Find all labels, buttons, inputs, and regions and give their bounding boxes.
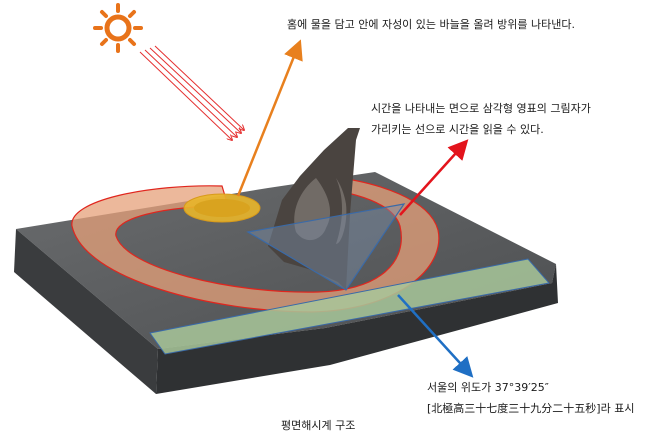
base-left-face <box>14 229 158 394</box>
time-plane-annotation-line1: 시간을 나타내는 면으로 삼각형 영표의 그림자가 <box>371 102 591 115</box>
time-plane-annotation-line2: 가리키는 선으로 시간을 읽을 수 있다. <box>371 123 544 136</box>
water-bowl-inner <box>194 199 250 217</box>
gnomon-openwork <box>294 178 347 244</box>
figure-caption: 평면해시계 구조 <box>281 419 356 432</box>
base-front-face <box>156 264 558 394</box>
sun-icon <box>93 3 143 53</box>
arrow-to-latitude-label <box>397 294 474 378</box>
sun-rays <box>139 45 244 140</box>
arrow-to-bowl-label <box>236 39 303 197</box>
water-bowl-annotation: 홈에 물을 담고 안에 자성이 있는 바늘을 올려 방위를 나타낸다. <box>287 18 575 31</box>
latitude-strip <box>149 258 550 355</box>
time-plane-triangle <box>246 203 406 291</box>
arrow-to-time-label <box>399 139 469 216</box>
latitude-annotation-line1: 서울의 위도가 37°39′25″ <box>427 381 549 394</box>
latitude-annotation-line2: [北極高三十七度三十九分二十五秒]라 표시 <box>427 402 635 415</box>
